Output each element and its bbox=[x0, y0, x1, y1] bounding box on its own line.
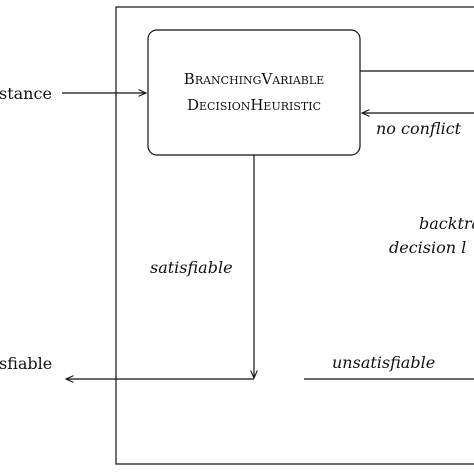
output-label: sfiable bbox=[0, 354, 52, 373]
node-label-line2: DecisionHeuristic bbox=[187, 96, 321, 114]
instance-label: stance bbox=[0, 84, 52, 103]
unsatisfiable-label: unsatisfiable bbox=[332, 353, 435, 372]
no-conflict-label: no conflict bbox=[376, 119, 462, 138]
satisfiable-label: satisfiable bbox=[150, 258, 233, 277]
outer-frame bbox=[115, 6, 474, 465]
node-label-line1: BranchingVariable bbox=[184, 70, 324, 88]
decision-level-label: decision l bbox=[389, 238, 466, 257]
decision-heuristic-node bbox=[147, 29, 361, 156]
backtrack-label: backtra bbox=[419, 214, 474, 233]
